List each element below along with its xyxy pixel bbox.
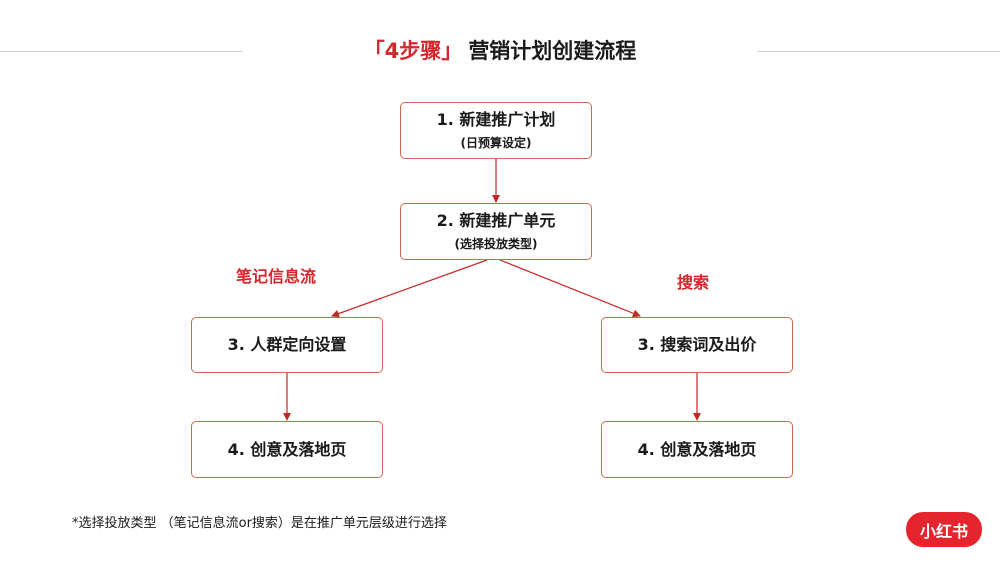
step4-left-box: 4. 创意及落地页	[191, 421, 383, 478]
logo-text: 小红书	[919, 521, 968, 541]
step3-right-label: 3. 搜索词及出价	[637, 335, 757, 354]
step1-box: 1. 新建推广计划 (日预算设定)	[400, 102, 592, 159]
branch-label-feed: 笔记信息流	[236, 267, 317, 286]
header-rule-right	[758, 51, 1000, 52]
xiaohongshu-logo: 小红书	[906, 512, 982, 547]
header-rule-left	[0, 51, 242, 52]
step4-left-label: 4. 创意及落地页	[227, 439, 347, 459]
step1-label: 1. 新建推广计划	[436, 110, 556, 129]
step4-right-label: 4. 创意及落地页	[637, 439, 757, 459]
arrow-step2-to-step3-right	[499, 259, 641, 318]
step3-left-label: 3. 人群定向设置	[227, 335, 347, 354]
step3-right-box: 3. 搜索词及出价	[601, 317, 793, 373]
page-title-accent: 「4步骤」	[363, 39, 463, 63]
step4-right-box: 4. 创意及落地页	[601, 421, 793, 478]
step3-left-box: 3. 人群定向设置	[191, 317, 383, 373]
step2-label: 2. 新建推广单元	[436, 211, 556, 230]
step2-box: 2. 新建推广单元 (选择投放类型)	[400, 203, 592, 260]
step2-sublabel: (选择投放类型)	[454, 237, 538, 251]
arrow-step2-to-step3-left	[331, 259, 488, 318]
branch-label-search: 搜索	[677, 273, 710, 292]
page-title: 「4步骤」营销计划创建流程	[250, 36, 750, 66]
page-title-main: 营销计划创建流程	[468, 39, 637, 63]
step1-sublabel: (日预算设定)	[460, 136, 532, 150]
footnote: *选择投放类型 （笔记信息流or搜索）是在推广单元层级进行选择	[72, 516, 447, 531]
